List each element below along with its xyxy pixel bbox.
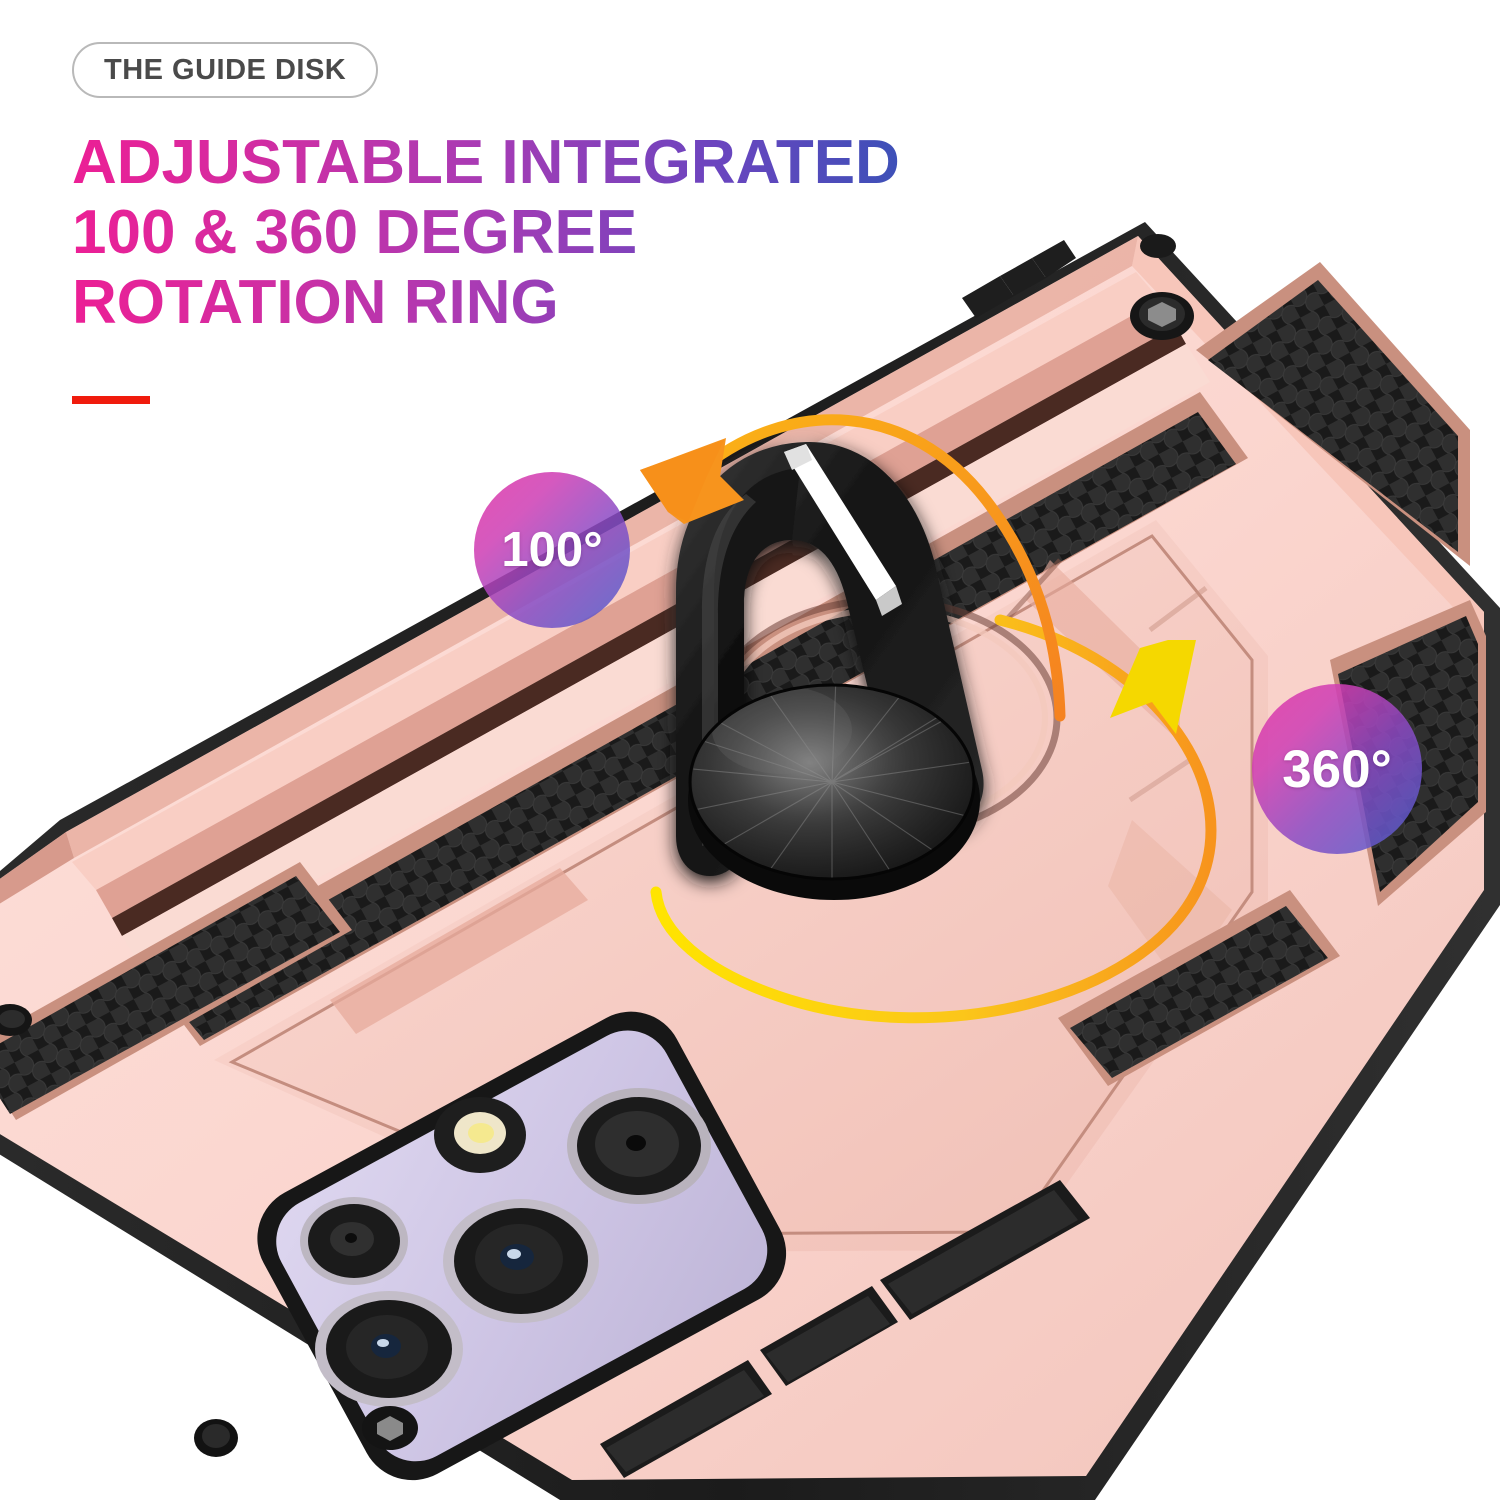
hex-screw-bottom (362, 1406, 418, 1450)
guide-disk-badge-label: THE GUIDE DISK (104, 53, 347, 86)
rotation-arrow-head-360 (1110, 640, 1196, 734)
camera-module (257, 1011, 787, 1481)
camera-lens-4 (315, 1291, 463, 1407)
callout-label-360: 360° (1282, 739, 1392, 799)
headline-line-1: ADJUSTABLE INTEGRATED (72, 128, 972, 198)
texture-strip-left-lower (0, 862, 352, 1120)
camera-lens-2 (300, 1197, 408, 1285)
hex-screw-top (1130, 234, 1194, 340)
headline-line-3: ROTATION RING (72, 268, 972, 338)
headline-block: ADJUSTABLE INTEGRATED 100 & 360 DEGREE R… (72, 128, 972, 338)
tilt-arrow-100 (640, 414, 1066, 722)
disk-brushed-texture (692, 686, 972, 878)
case-bottom-details (0, 1004, 418, 1457)
guide-disk-badge: THE GUIDE DISK (72, 42, 379, 98)
headline-line-2: 100 & 360 DEGREE (72, 198, 972, 268)
camera-flash (434, 1097, 526, 1173)
callout-badge-100-degree: 100° (474, 472, 630, 628)
accent-rule (72, 396, 150, 404)
camera-lens-1 (567, 1088, 711, 1204)
guide-disk (688, 683, 980, 900)
case-side-buttons (600, 1180, 1090, 1478)
callout-badge-360-degree: 360° (1252, 684, 1422, 854)
texture-strip-mid-right (1058, 890, 1340, 1086)
camera-lens-3 (443, 1199, 599, 1323)
texture-strip-upper-right (1196, 262, 1470, 566)
callout-label-100: 100° (501, 523, 603, 577)
case-top-cutouts (962, 240, 1076, 318)
